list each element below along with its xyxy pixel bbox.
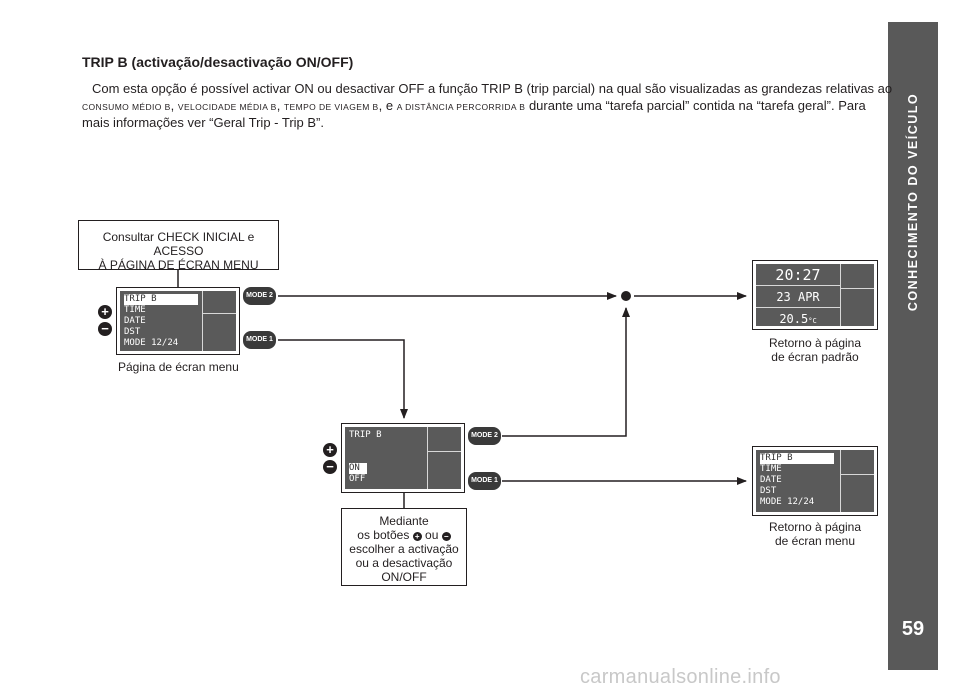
instruction-line-2: os botões + ou − (342, 528, 466, 542)
menu-item-date: DATE (124, 316, 146, 326)
caption-line-1: Retorno à página (768, 336, 862, 350)
plus-button-icon: + (323, 443, 337, 457)
return-standard-caption: Retorno à página de écran padrão (752, 336, 878, 364)
watermark-text: carmanualsonline.info (580, 666, 781, 688)
instruction-text: os botões (357, 528, 410, 542)
mode2-button-label: MODE 2 (468, 427, 501, 445)
term-velocidade: velocidade média b (177, 102, 277, 112)
option-off: OFF (349, 474, 366, 484)
trip-title: TRIP B (349, 430, 382, 440)
plus-icon: + (412, 532, 422, 541)
instruction-line-1: Consultar CHECK INICIAL e ACESSO (102, 230, 255, 258)
lcd-divider (840, 474, 874, 475)
instruction-line-2: À PÁGINA DE ÉCRAN MENU (98, 258, 259, 272)
mode1-button-label: MODE 1 (468, 472, 501, 490)
lcd-divider (427, 451, 461, 452)
heading-rest: (activação/desactivação ON/OFF) (127, 54, 354, 70)
arrow-mode1-menu (278, 339, 408, 419)
lcd-display: 20:27 23 APR 20.5°C (756, 264, 874, 326)
body-line-2: consumo médio b, velocidade média b, tem… (82, 97, 882, 116)
body-line-1: Com esta opção é possível activar ON ou … (92, 81, 893, 96)
section-sidebar: CONHECIMENTO DO VEÍCULO 59 (888, 22, 938, 670)
trip-b-screen: TRIP B ON OFF (341, 423, 465, 493)
separator: , (170, 98, 178, 113)
date-display: 23 APR (776, 290, 820, 304)
junction-dot (621, 291, 631, 301)
lcd-divider (756, 285, 840, 286)
lcd-divider (202, 291, 203, 351)
menu-item-dst: DST (124, 327, 141, 337)
mode2-button-label: MODE 2 (243, 287, 276, 305)
menu-item-time: TIME (760, 464, 782, 474)
page-number: 59 (901, 618, 925, 640)
body-line-2-rest: durante uma “tarefa parcial” contida na … (525, 98, 866, 113)
menu-screen-caption: Página de écran menu (118, 360, 239, 374)
lcd-divider (840, 264, 841, 326)
lcd-display: TRIP B TIME DATE DST MODE 12/24 (756, 450, 874, 512)
minus-icon: − (441, 532, 451, 541)
lcd-divider (427, 427, 428, 489)
lcd-display: TRIP B TIME DATE DST MODE 12/24 (120, 291, 236, 351)
menu-item-time: TIME (124, 305, 146, 315)
standard-screen: 20:27 23 APR 20.5°C (752, 260, 878, 330)
menu-item-dst: DST (760, 486, 777, 496)
body-line-3: mais informações ver “Geral Trip - Trip … (82, 115, 324, 130)
menu-return-screen: TRIP B TIME DATE DST MODE 12/24 (752, 446, 878, 516)
instruction-box: Mediante os botões + ou − escolher a act… (341, 508, 467, 586)
menu-item-trip-b: TRIP B (760, 453, 834, 464)
menu-screen: TRIP B TIME DATE DST MODE 12/24 (116, 287, 240, 355)
heading-lead: TRIP B (82, 54, 128, 70)
instruction-line-3: escolher a activação (349, 542, 459, 556)
temperature-display: 20.5°C (756, 310, 840, 330)
mode1-button-label: MODE 1 (243, 331, 276, 349)
minus-button-icon: − (98, 322, 112, 336)
menu-item-trip-b: TRIP B (124, 294, 198, 305)
lcd-divider (840, 288, 874, 289)
instruction-line-1: Mediante (379, 514, 429, 528)
caption-line-2: de écran padrão (771, 350, 859, 364)
lcd-divider (756, 307, 840, 308)
section-heading: TRIP B (activação/desactivação ON/OFF) (82, 54, 353, 70)
arrow-mode2-trip (502, 307, 630, 437)
plus-button-icon: + (98, 305, 112, 319)
separator: , (276, 98, 284, 113)
instruction-box: Consultar CHECK INICIAL e ACESSO À PÁGIN… (78, 220, 279, 272)
separator: , e (378, 98, 397, 113)
return-menu-caption: Retorno à página de écran menu (752, 520, 878, 548)
term-tempo: tempo de viagem b (283, 102, 379, 112)
clock-time: 20:27 (775, 266, 821, 284)
menu-item-mode: MODE 12/24 (760, 497, 815, 507)
menu-item-date: DATE (760, 475, 782, 485)
lcd-display: TRIP B ON OFF (345, 427, 461, 489)
instruction-text: ou (425, 528, 439, 542)
temperature-value: 20.5 (779, 312, 809, 326)
lcd-divider (840, 450, 841, 512)
term-distancia: a distância percorrida b (396, 102, 526, 112)
temperature-unit: °C (808, 317, 817, 325)
lcd-divider (202, 313, 236, 314)
instruction-line-4: ou a desactivação (355, 556, 453, 570)
term-consumo: consumo médio b (82, 102, 171, 112)
caption-line-2: de écran menu (774, 534, 856, 548)
instruction-line-5: ON/OFF (381, 570, 427, 584)
minus-button-icon: − (323, 460, 337, 474)
menu-item-mode: MODE 12/24 (124, 338, 179, 348)
option-on: ON (349, 463, 367, 474)
caption-line-1: Retorno à página (768, 520, 862, 534)
